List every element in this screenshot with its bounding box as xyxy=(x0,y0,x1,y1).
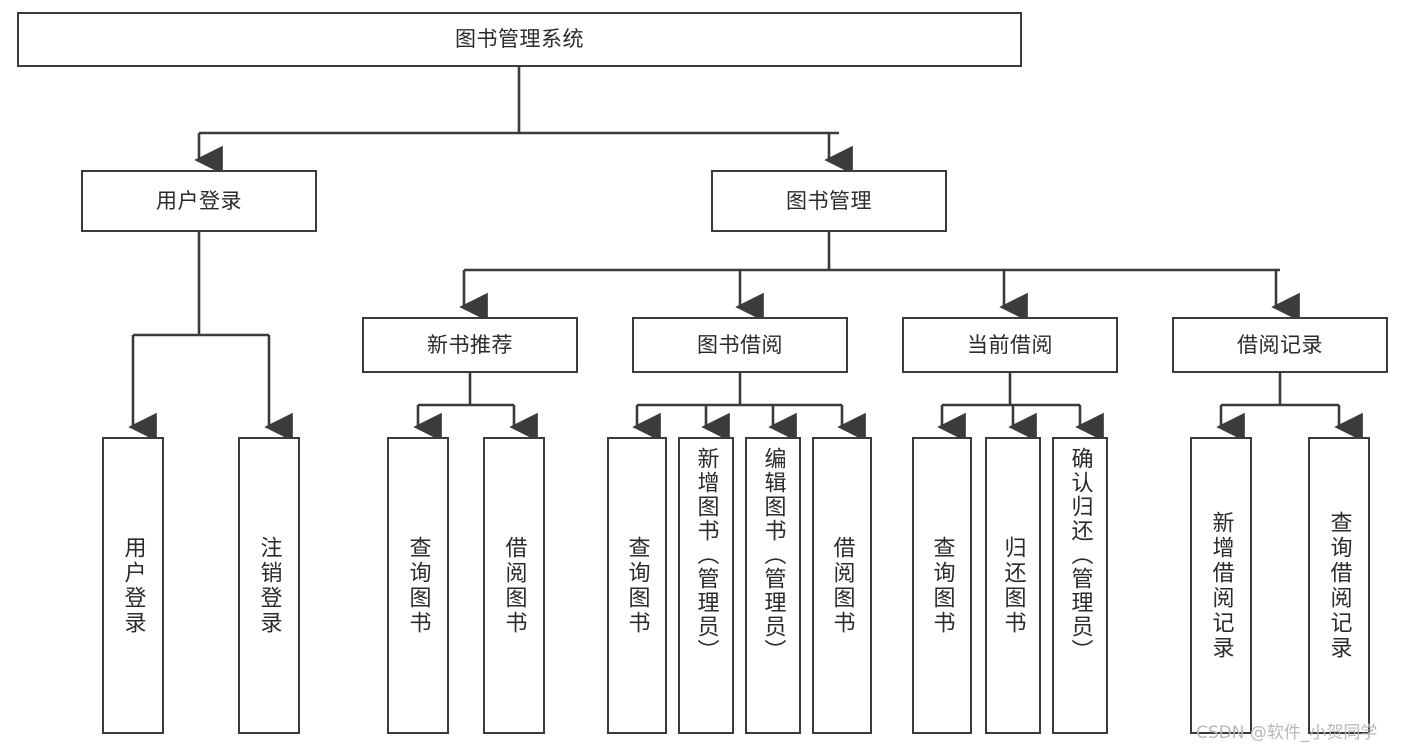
node-root-label: 图书管理系统 xyxy=(455,27,584,52)
node-leaf-add-record[interactable]: 新增借阅记录 xyxy=(1190,437,1252,734)
node-new-book-recommend[interactable]: 新书推荐 xyxy=(362,317,578,373)
node-new-book-recommend-label: 新书推荐 xyxy=(427,332,513,357)
node-book-manage[interactable]: 图书管理 xyxy=(711,170,947,232)
node-leaf-add-record-label: 新增借阅记录 xyxy=(1208,510,1234,661)
node-leaf-add-book[interactable]: 新增图书（管理员） xyxy=(678,437,734,734)
csdn-watermark: CSDN @软件_小贺同学 xyxy=(1196,723,1378,743)
node-leaf-user-login[interactable]: 用户登录 xyxy=(102,437,164,734)
node-leaf-return-book-label: 归还图书 xyxy=(1000,535,1026,636)
node-leaf-confirm-return-label: 确认归还（管理员） xyxy=(1067,447,1093,663)
node-leaf-query-book-1[interactable]: 查询图书 xyxy=(387,437,449,734)
node-leaf-user-login-label: 用户登录 xyxy=(120,535,146,636)
node-book-borrow[interactable]: 图书借阅 xyxy=(632,317,848,373)
node-root[interactable]: 图书管理系统 xyxy=(17,12,1022,67)
node-leaf-borrow-book-2[interactable]: 借阅图书 xyxy=(812,437,872,734)
node-borrow-record[interactable]: 借阅记录 xyxy=(1172,317,1388,373)
node-user-login-label: 用户登录 xyxy=(156,188,242,213)
node-leaf-query-book-1-label: 查询图书 xyxy=(405,535,431,636)
node-leaf-edit-book-label: 编辑图书（管理员） xyxy=(760,447,786,663)
node-leaf-query-book-2-label: 查询图书 xyxy=(624,535,650,636)
node-leaf-edit-book[interactable]: 编辑图书（管理员） xyxy=(745,437,801,734)
node-current-borrow-label: 当前借阅 xyxy=(967,332,1053,357)
node-leaf-borrow-book-1[interactable]: 借阅图书 xyxy=(483,437,545,734)
node-leaf-query-record[interactable]: 查询借阅记录 xyxy=(1308,437,1370,734)
node-leaf-confirm-return[interactable]: 确认归还（管理员） xyxy=(1052,437,1108,734)
node-borrow-record-label: 借阅记录 xyxy=(1237,332,1323,357)
node-current-borrow[interactable]: 当前借阅 xyxy=(902,317,1118,373)
node-leaf-query-book-3[interactable]: 查询图书 xyxy=(912,437,972,734)
node-leaf-return-book[interactable]: 归还图书 xyxy=(985,437,1041,734)
node-leaf-query-book-3-label: 查询图书 xyxy=(929,535,955,636)
node-leaf-add-book-label: 新增图书（管理员） xyxy=(693,447,719,663)
node-leaf-borrow-book-1-label: 借阅图书 xyxy=(501,535,527,636)
node-leaf-user-logout-label: 注销登录 xyxy=(256,535,282,636)
node-leaf-user-logout[interactable]: 注销登录 xyxy=(238,437,300,734)
node-user-login[interactable]: 用户登录 xyxy=(81,170,317,232)
node-book-borrow-label: 图书借阅 xyxy=(697,332,783,357)
node-book-manage-label: 图书管理 xyxy=(786,188,872,213)
node-leaf-query-book-2[interactable]: 查询图书 xyxy=(607,437,667,734)
node-leaf-borrow-book-2-label: 借阅图书 xyxy=(829,535,855,636)
node-leaf-query-record-label: 查询借阅记录 xyxy=(1326,510,1352,661)
